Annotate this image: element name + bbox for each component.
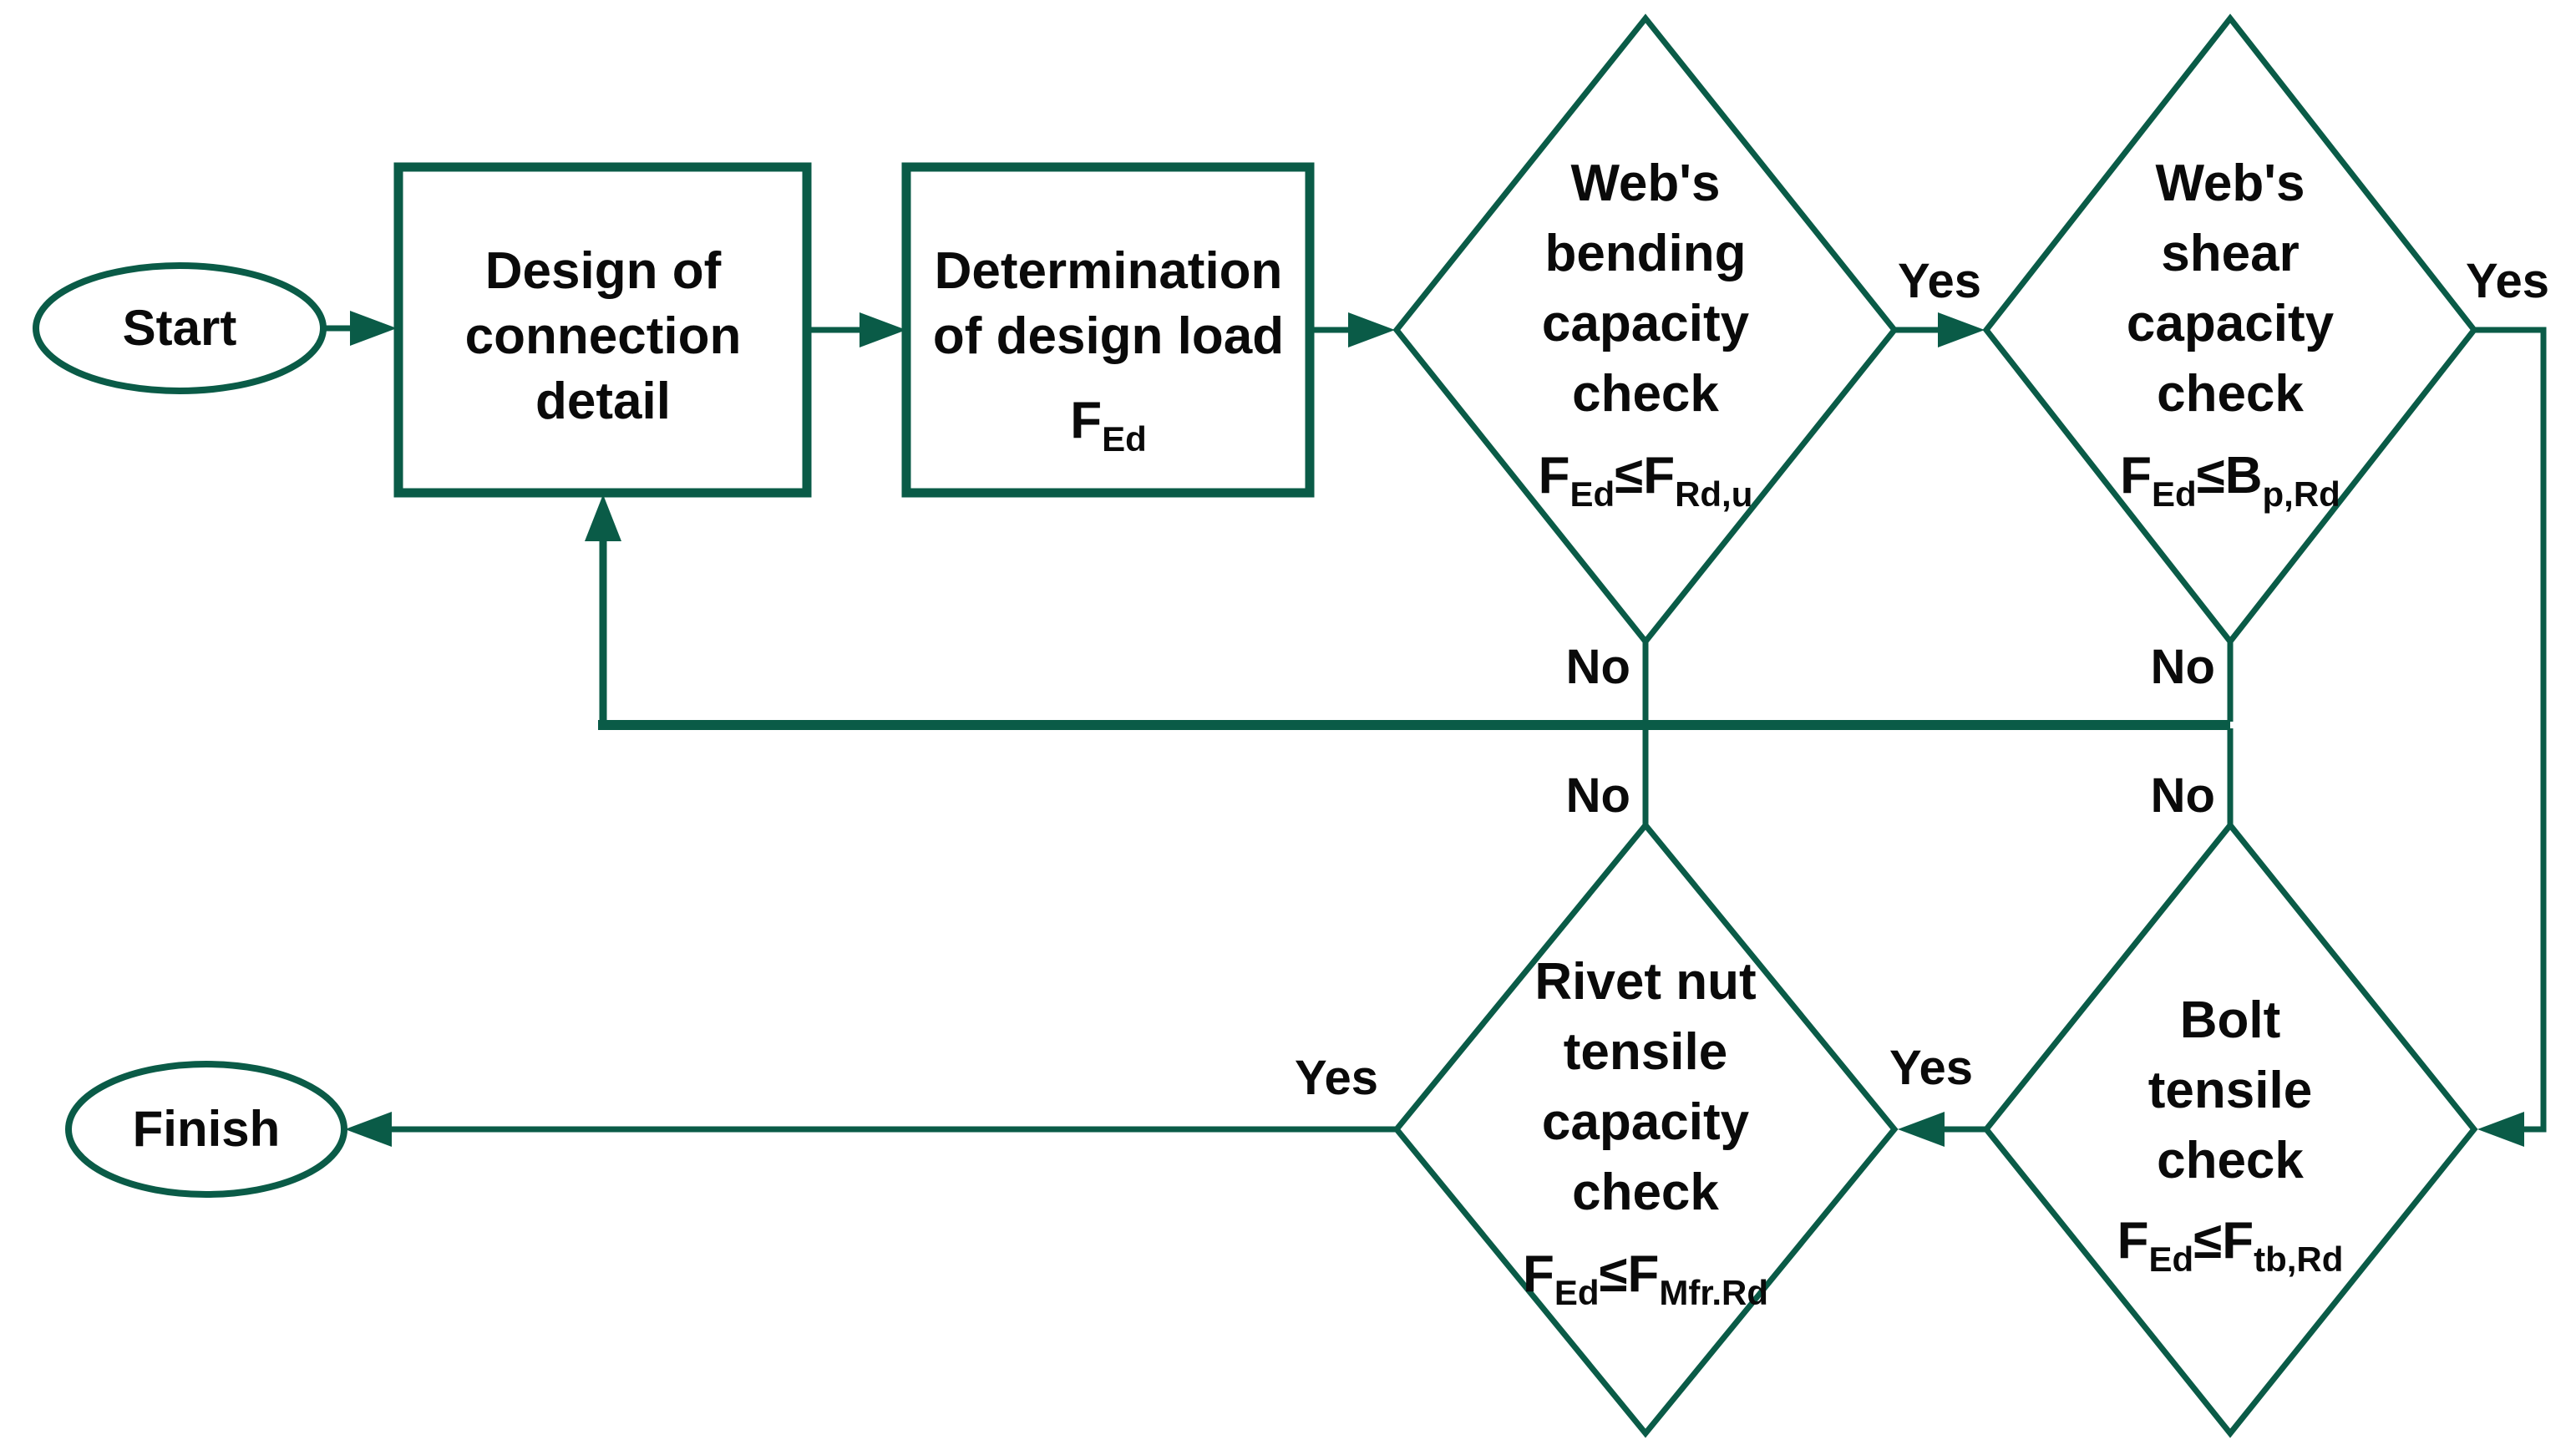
yes-label-web-bending: Yes xyxy=(1898,254,1981,308)
no-label-web-shear: No xyxy=(2151,640,2215,694)
yes-label-web-shear: Yes xyxy=(2466,254,2549,308)
finish-terminal xyxy=(65,1061,347,1198)
load-box xyxy=(901,162,1315,498)
arrowhead-rivet-yes-to-finish xyxy=(345,1112,392,1147)
arrowhead-web-bending-yes xyxy=(1938,312,1985,347)
web-bending-decision xyxy=(1392,13,1899,646)
no-label-rivet: No xyxy=(1566,768,1630,823)
edge-labels: Yes Yes Yes Yes No No No No xyxy=(1295,254,2549,1105)
start-label: Start xyxy=(123,300,237,356)
arrowhead-bolt-yes xyxy=(1898,1112,1945,1147)
start-terminal xyxy=(33,262,327,394)
arrowhead-start-to-design xyxy=(350,311,397,346)
web-bending-formula: FEd≤FRd,u xyxy=(1539,447,1753,514)
no-label-web-bending: No xyxy=(1566,640,1630,694)
web-shear-decision xyxy=(1982,13,2478,646)
load-box-formula: FEd xyxy=(1070,392,1147,459)
design-box xyxy=(393,162,812,498)
rivet-nut-decision xyxy=(1392,820,1899,1438)
arrowhead-design-to-load xyxy=(860,312,906,347)
yes-label-rivet: Yes xyxy=(1295,1051,1378,1105)
no-label-bolt: No xyxy=(2151,768,2215,823)
finish-label: Finish xyxy=(133,1101,281,1157)
bolt-decision xyxy=(1982,820,2478,1438)
arrowhead-feedback-to-design xyxy=(585,494,621,541)
web-shear-formula: FEd≤Bp,Rd xyxy=(2120,447,2340,514)
arrowhead-web-shear-yes xyxy=(2477,1112,2524,1147)
edge-web-shear-yes xyxy=(2472,327,2547,1133)
rivet-nut-formula: FEd≤FMfr.Rd xyxy=(1523,1245,1768,1312)
arrowhead-load-to-web-bending xyxy=(1348,312,1395,347)
yes-label-bolt: Yes xyxy=(1889,1041,1973,1095)
bolt-formula: FEd≤Ftb,Rd xyxy=(2117,1212,2344,1279)
edges xyxy=(323,311,2547,1147)
